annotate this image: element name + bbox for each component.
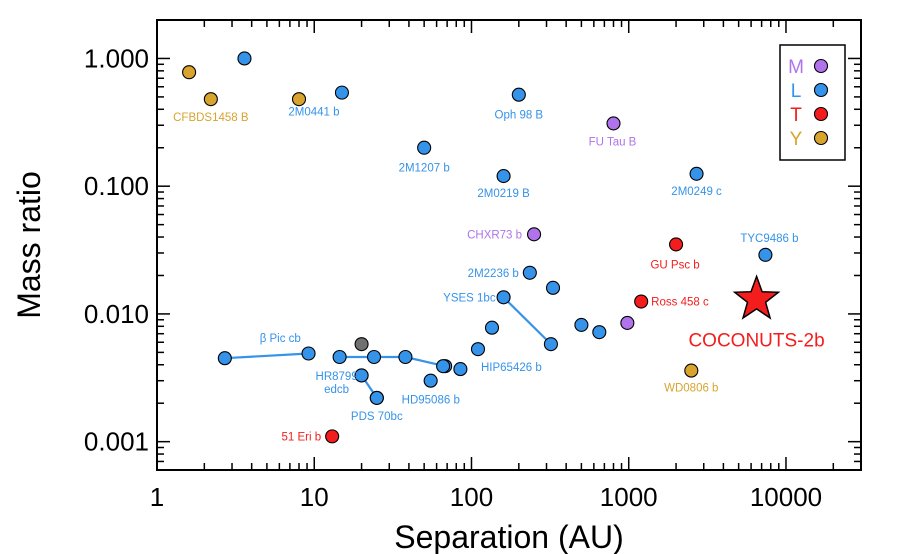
data-point (634, 294, 649, 309)
axis-ticks: 1 10 100 1000 10000 0.001 0.010 0.100 1.000 (84, 19, 862, 512)
legend-swatch (813, 106, 829, 122)
y-tick-label: 1.000 (84, 43, 149, 73)
y-axis-title: Mass ratio (11, 171, 47, 319)
x-tick-label: 100 (450, 482, 493, 512)
point-label: CFBDS1458 B (173, 112, 249, 124)
legend-swatch (813, 82, 829, 98)
x-axis-title: Separation (AU) (394, 519, 623, 554)
group-label: YSES 1bc (443, 292, 496, 304)
point-label: 51 Eri b (282, 431, 322, 443)
data-point (522, 265, 537, 280)
highlight-object: COCONUTS-2b (688, 274, 825, 351)
data-point (332, 349, 347, 365)
data-point (574, 317, 589, 332)
data-point (543, 337, 558, 352)
legend-swatch (813, 58, 829, 74)
data-point (325, 429, 340, 444)
star-marker (732, 274, 781, 320)
data-point (453, 362, 468, 377)
point-label: WD0806 b (664, 383, 718, 395)
point-label: 2M1207 b (399, 163, 450, 175)
x-tick-label: 1000 (600, 482, 658, 512)
legend-box (779, 44, 846, 161)
data-point (592, 325, 607, 340)
y-tick-label: 0.010 (84, 299, 149, 329)
data-point (606, 116, 621, 131)
data-point (301, 346, 316, 361)
point-label: 2M2236 b (468, 268, 519, 280)
data-point (496, 290, 511, 305)
point-label: 2M0441 b (288, 107, 339, 119)
data-point (237, 51, 252, 66)
data-point (423, 373, 438, 388)
point-label: GU Psc b (650, 259, 699, 271)
highlight-label: COCONUTS-2b (688, 330, 824, 351)
point-labels: CFBDS1458 B 2M0441 b Oph 98 B FU Tau B 2M120… (173, 107, 798, 444)
point-label: Oph 98 B (495, 110, 544, 122)
group-label: β Pic cb (260, 333, 301, 345)
point-label: CHXR73 b (467, 229, 522, 241)
group-label-line: HR8799 (316, 371, 358, 383)
data-point (484, 320, 500, 335)
data-point (334, 85, 349, 100)
data-point (758, 247, 773, 262)
point-label: PDS 70bc (351, 411, 403, 423)
connected-groups (217, 290, 558, 405)
plot-frame (156, 19, 862, 471)
group-label-line: edcb (324, 384, 349, 396)
x-tick-label: 10000 (750, 482, 822, 512)
point-label: 2M0249 c (671, 186, 722, 198)
data-point (354, 368, 369, 383)
point-label: FU Tau B (589, 136, 637, 148)
y-tick-label: 0.100 (84, 171, 149, 201)
legend-label: M (788, 57, 804, 78)
data-point (496, 169, 511, 184)
x-tick-label: 1 (150, 482, 164, 512)
data-points (182, 51, 773, 444)
point-label: HIP65426 b (481, 362, 542, 374)
data-point (366, 349, 382, 365)
point-label: HD95086 b (402, 395, 460, 407)
data-point (511, 87, 526, 102)
connector-line (502, 296, 552, 345)
data-point (291, 92, 307, 107)
y-tick-label: 0.001 (84, 427, 149, 457)
legend-swatch (813, 130, 829, 146)
data-point (398, 349, 413, 365)
legend-label: L (791, 81, 802, 102)
data-point (369, 390, 384, 405)
point-label: 2M0219 B (477, 188, 530, 200)
data-point (436, 359, 451, 374)
data-point (689, 166, 704, 181)
data-point (470, 342, 486, 357)
data-point (527, 227, 542, 242)
data-point (545, 280, 561, 295)
point-label: TYC9486 b (740, 233, 798, 245)
data-point (217, 351, 232, 366)
data-point (182, 65, 197, 80)
legend-label: Y (790, 129, 803, 150)
data-point (417, 140, 432, 155)
data-point (620, 315, 635, 330)
data-point (203, 92, 218, 107)
point-label: Ross 458 c (651, 297, 709, 309)
legend-label: T (790, 105, 802, 126)
x-tick-label: 10 (300, 482, 329, 512)
connector-line (224, 352, 309, 360)
data-point (684, 363, 699, 378)
data-point (669, 237, 684, 252)
connector-line (339, 355, 446, 368)
data-point (354, 337, 369, 352)
